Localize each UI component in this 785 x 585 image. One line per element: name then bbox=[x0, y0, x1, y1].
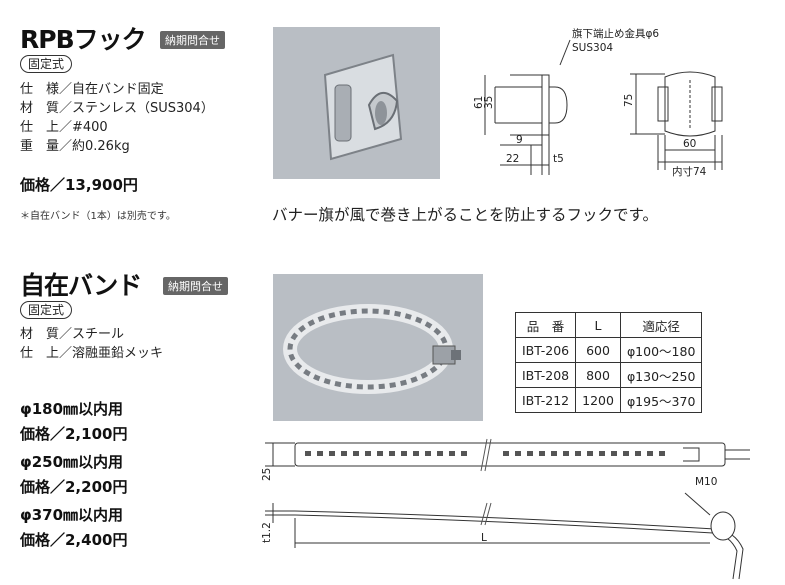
band-price: 価格／2,400円 bbox=[20, 531, 128, 549]
rpb-dim-22: 22 bbox=[506, 153, 519, 165]
rpb-spec-list: 仕 様／自在バンド固定 材 質／ステンレス（SUS304） 仕 上／#400 重… bbox=[20, 80, 214, 156]
band-technical-drawing: 25 M10 t1.2 L bbox=[261, 438, 750, 580]
band-size-table: 品 番 L 適応径 IBT-206 600 φ100〜180 IBT-208 8… bbox=[514, 312, 703, 413]
rpb-spec-line: 材 質／ステンレス（SUS304） bbox=[20, 101, 214, 116]
rpb-note: ＊自在バンド（1本）は別売です。 bbox=[20, 211, 176, 222]
table-cell: IBT-206 bbox=[514, 337, 577, 363]
band-type-badge: 固定式 bbox=[20, 301, 73, 319]
rpb-tagline: バナー旗が風で巻き上がることを防止するフックです。 bbox=[272, 206, 658, 224]
rpb-dim-75: 75 bbox=[623, 94, 635, 107]
band-spec-list: 材 質／スチール 仕 上／溶融亜鉛メッキ bbox=[20, 325, 163, 363]
rpb-dim-t5: t5 bbox=[553, 153, 564, 165]
table-cell: φ100〜180 bbox=[619, 337, 703, 363]
rpb-technical-drawing: 旗下端止め金具φ6 SUS304 61 35 9 22 t5 75 60 内寸7… bbox=[473, 27, 723, 178]
rpb-spec-line: 重 量／約0.26kg bbox=[20, 139, 130, 154]
band-price-list: φ180㎜以内用 価格／2,100円 φ250㎜以内用 価格／2,200円 φ3… bbox=[20, 398, 127, 557]
table-header-row: 品 番 L 適応径 bbox=[514, 312, 703, 338]
table-row: IBT-206 600 φ100〜180 bbox=[514, 337, 703, 363]
band-spec-line: 仕 上／溶融亜鉛メッキ bbox=[20, 346, 164, 361]
rpb-dim-60: 60 bbox=[683, 138, 696, 150]
table-row: IBT-212 1200 φ195〜370 bbox=[514, 387, 703, 413]
table-cell: 1200 bbox=[575, 387, 621, 413]
band-size-label: φ180㎜以内用 bbox=[20, 400, 124, 418]
rpb-material-label: 旗下端止め金具φ6 bbox=[572, 27, 659, 40]
rpb-spec-line: 仕 様／自在バンド固定 bbox=[20, 82, 164, 97]
rpb-dim-61: 61 bbox=[473, 96, 485, 109]
rpb-dim-35: 35 bbox=[483, 96, 495, 109]
band-dim-m10: M10 bbox=[695, 476, 717, 488]
table-cell: IBT-212 bbox=[514, 387, 577, 413]
table-header-cell: L bbox=[575, 312, 621, 338]
table-cell: IBT-208 bbox=[514, 362, 577, 388]
table-header-cell: 適応径 bbox=[619, 312, 703, 338]
rpb-material-sub: SUS304 bbox=[572, 42, 613, 54]
table-cell: φ195〜370 bbox=[619, 387, 703, 413]
band-size-label: φ250㎜以内用 bbox=[20, 453, 124, 471]
table-cell: φ130〜250 bbox=[619, 362, 703, 388]
band-price: 価格／2,200円 bbox=[20, 478, 128, 496]
rpb-delivery-badge: 納期問合せ bbox=[160, 31, 225, 49]
band-dim-25: 25 bbox=[261, 468, 273, 481]
band-dim-L: L bbox=[481, 532, 487, 544]
table-cell: 800 bbox=[575, 362, 621, 388]
rpb-price: 価格／13,900円 bbox=[20, 176, 138, 194]
band-delivery-badge: 納期問合せ bbox=[163, 277, 228, 295]
band-product-photo bbox=[273, 274, 483, 421]
table-header-cell: 品 番 bbox=[514, 312, 577, 338]
band-size-label: φ370㎜以内用 bbox=[20, 506, 124, 524]
rpb-title: RPBフック bbox=[20, 25, 147, 54]
band-title: 自在バンド bbox=[20, 271, 142, 300]
rpb-type-badge: 固定式 bbox=[20, 55, 73, 73]
rpb-dim-inner-74: 内寸74 bbox=[672, 165, 707, 178]
band-price: 価格／2,100円 bbox=[20, 425, 128, 443]
band-dim-t12: t1.2 bbox=[261, 522, 273, 543]
rpb-dim-9: 9 bbox=[516, 134, 523, 146]
table-cell: 600 bbox=[575, 337, 621, 363]
rpb-product-photo bbox=[273, 27, 440, 179]
rpb-spec-line: 仕 上／#400 bbox=[20, 120, 108, 135]
band-spec-line: 材 質／スチール bbox=[20, 327, 125, 342]
table-row: IBT-208 800 φ130〜250 bbox=[514, 362, 703, 388]
